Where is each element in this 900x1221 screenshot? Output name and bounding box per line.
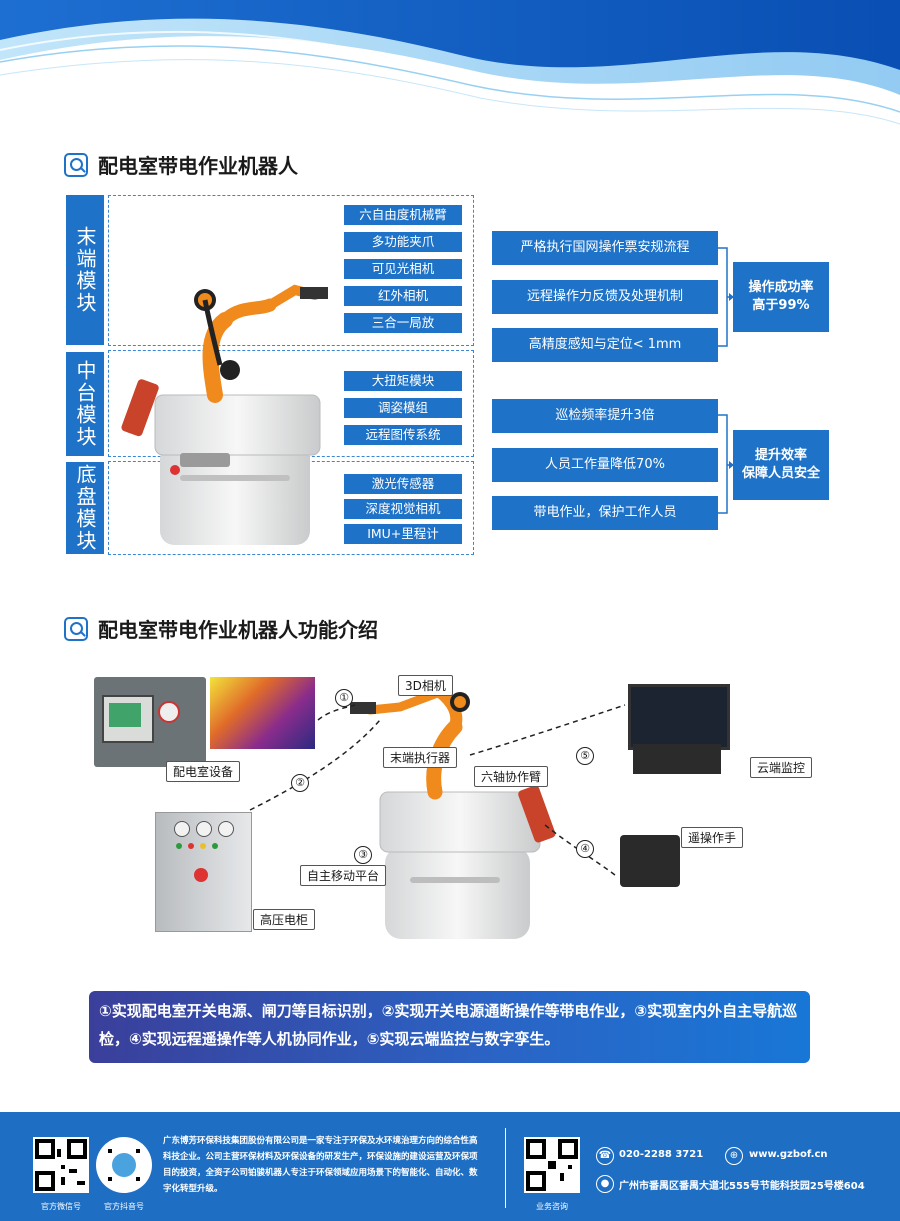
section-title-text: 配电室带电作业机器人功能介绍 <box>98 618 378 642</box>
search-document-icon <box>64 152 88 177</box>
robot-illustration <box>121 284 328 545</box>
search-document-icon <box>64 616 88 641</box>
marker-2: ② <box>291 774 309 792</box>
section-title-robot: 配电室带电作业机器人 <box>64 150 298 179</box>
qr-pattern-icon <box>35 1139 87 1191</box>
thermal-image <box>210 677 315 749</box>
feature-end-2: 多功能夹爪 <box>344 232 462 252</box>
company-description: 广东博芳环保科技集团股份有限公司是一家专注于环保及水环境治理方向的综合性高科技企… <box>163 1136 478 1194</box>
location-pin-icon: ● <box>596 1175 614 1193</box>
qr-code-wechat[interactable] <box>33 1137 89 1193</box>
section-title-text: 配电室带电作业机器人 <box>98 154 298 178</box>
feature-end-1: 六自由度机械臂 <box>344 205 462 225</box>
benefit-5: 人员工作量降低70% <box>492 448 718 482</box>
qr-code-business[interactable] <box>524 1137 580 1193</box>
feature-chassis-2: 深度视觉相机 <box>344 499 462 519</box>
callout-mobile-platform: 自主移动平台 <box>300 865 387 886</box>
marker-3: ③ <box>354 846 372 864</box>
feature-middle-2: 调姿模组 <box>344 398 462 418</box>
feature-middle-3: 远程图传系统 <box>344 425 462 445</box>
equipment-photo <box>94 677 206 767</box>
feature-chassis-3: IMU+里程计 <box>344 524 462 544</box>
teleop-device-image <box>620 835 680 887</box>
callout-cloud-monitoring: 云端监控 <box>750 757 813 778</box>
marker-4: ④ <box>576 840 594 858</box>
callout-six-axis-arm: 六轴协作臂 <box>474 766 549 787</box>
feature-middle-1: 大扭矩模块 <box>344 371 462 391</box>
benefit-1: 严格执行国网操作票安规流程 <box>492 231 718 265</box>
hv-cabinet-image <box>155 812 252 932</box>
benefit-3: 高精度感知与定位< 1mm <box>492 328 718 362</box>
phone-icon: ☎ <box>596 1147 614 1165</box>
qr-code-douyin[interactable] <box>96 1137 152 1193</box>
phone-number[interactable]: 020-2288 3721 <box>619 1149 704 1160</box>
feature-end-3: 可见光相机 <box>344 259 462 279</box>
callout-teleoperator: 遥操作手 <box>681 827 744 848</box>
callout-end-effector: 末端执行器 <box>383 747 458 768</box>
marker-1: ① <box>335 689 353 707</box>
feature-end-5: 三合一局放 <box>344 313 462 333</box>
result-success-rate: 操作成功率 高于99% <box>733 262 829 332</box>
robot-center-image <box>350 686 556 939</box>
module-label-middle: 中台模块 <box>66 352 104 456</box>
qr-pattern-icon <box>526 1139 578 1191</box>
qr-label-wechat: 官方微信号 <box>41 1202 81 1211</box>
globe-icon: ⊕ <box>725 1147 743 1165</box>
qr-pattern-icon <box>108 1149 140 1181</box>
result-efficiency: 提升效率 保障人员安全 <box>733 430 829 500</box>
callout-equipment: 配电室设备 <box>166 761 241 782</box>
marker-5: ⑤ <box>576 747 594 765</box>
module-label-end: 末端模块 <box>66 195 104 345</box>
callout-hv-cabinet: 高压电柜 <box>253 909 316 930</box>
feature-chassis-1: 激光传感器 <box>344 474 462 494</box>
address-text: 广州市番禺区番禺大道北555号节能科技园25号楼604 <box>619 1181 865 1192</box>
function-connector-lines <box>249 704 626 876</box>
section-title-functions: 配电室带电作业机器人功能介绍 <box>64 614 378 643</box>
benefit-2: 远程操作力反馈及处理机制 <box>492 280 718 314</box>
benefit-6: 带电作业，保护工作人员 <box>492 496 718 530</box>
summary-banner: ①实现配电室开关电源、闸刀等目标识别，②实现开关电源通断操作等带电作业，③实现室… <box>89 991 810 1063</box>
module-label-chassis: 底盘模块 <box>66 462 104 554</box>
website-link[interactable]: www.gzbof.cn <box>749 1149 828 1160</box>
keyboard-image <box>633 744 721 774</box>
callout-3d-camera: 3D相机 <box>398 675 453 696</box>
connector-lines <box>718 247 734 514</box>
monitor-screen-image <box>628 684 730 750</box>
feature-end-4: 红外相机 <box>344 286 462 306</box>
qr-label-business: 业务咨询 <box>536 1202 568 1211</box>
module-box-end <box>108 195 474 346</box>
benefit-4: 巡检频率提升3倍 <box>492 399 718 433</box>
header-wave-decoration <box>0 0 900 125</box>
qr-label-douyin: 官方抖音号 <box>104 1202 144 1211</box>
footer-divider <box>505 1128 506 1208</box>
